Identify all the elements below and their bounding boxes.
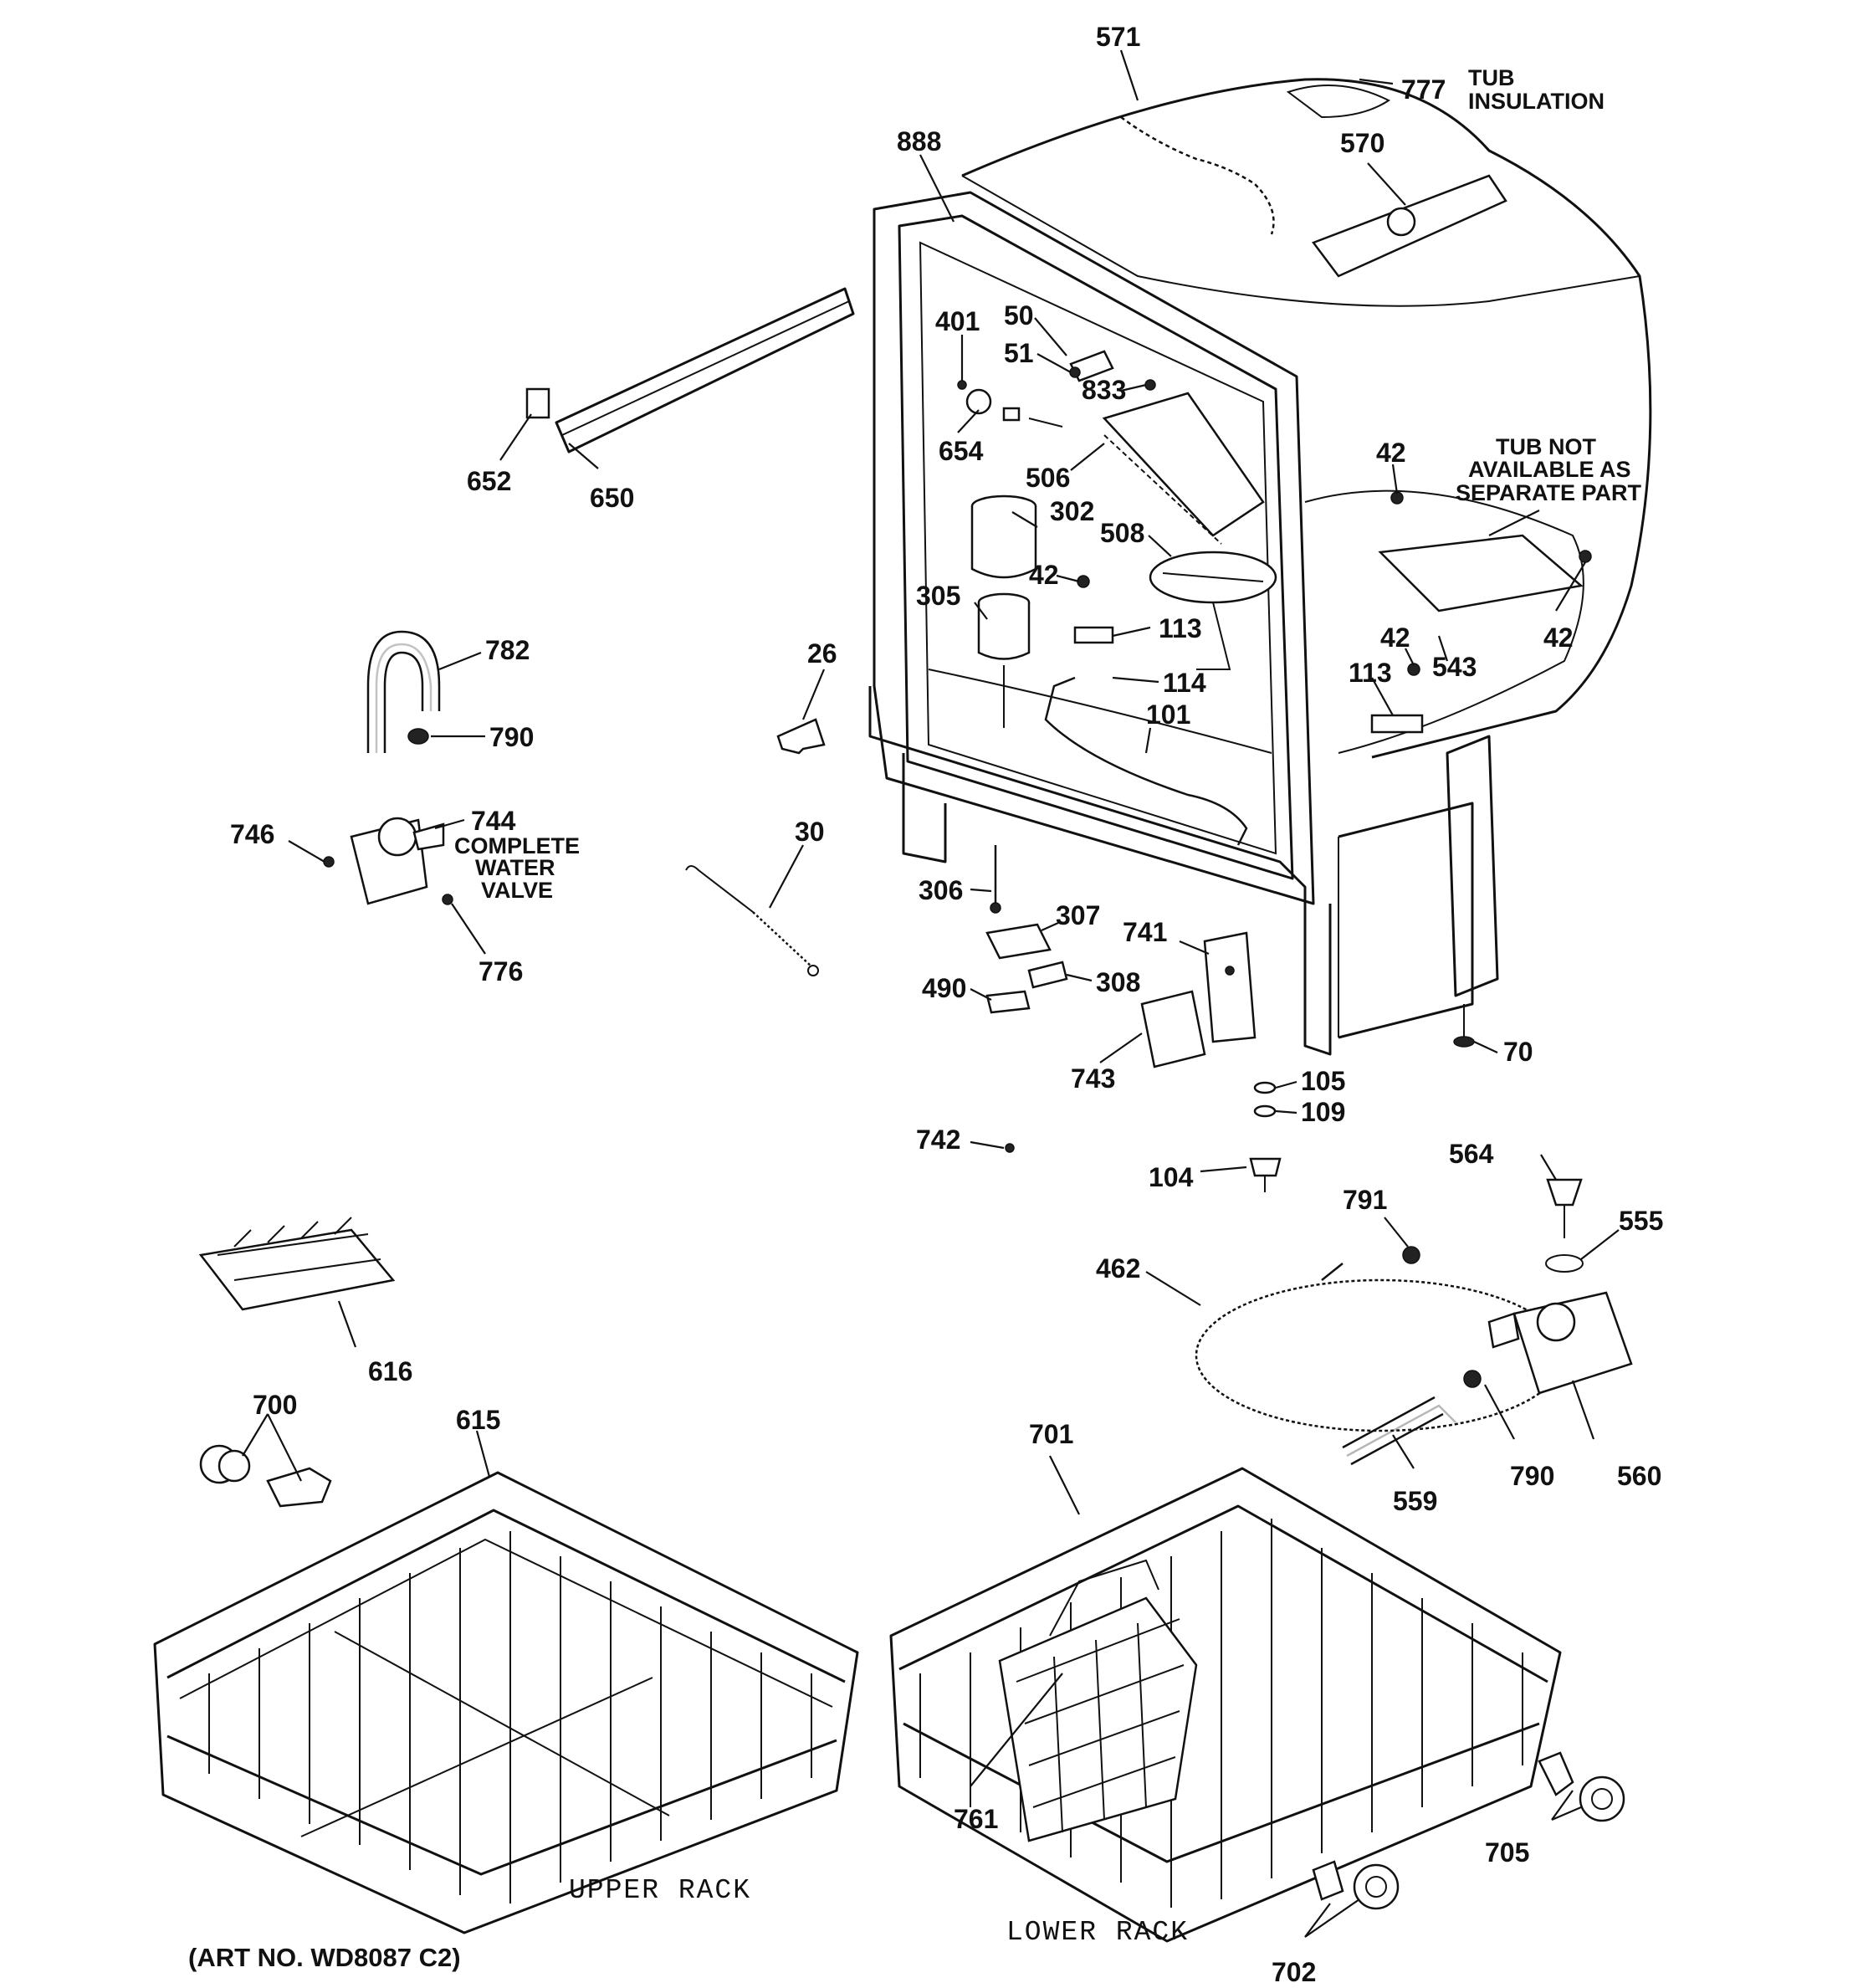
part-number-705: 705	[1485, 1837, 1529, 1868]
leader-lines	[242, 49, 1620, 1938]
note-tub-not-available-line-3: SEPARATE PART	[1456, 480, 1642, 505]
part-number-782: 782	[485, 635, 530, 665]
note-tub-insulation-line-1: TUB	[1468, 65, 1515, 90]
part-number-741: 741	[1123, 917, 1167, 947]
part-number-490: 490	[922, 973, 966, 1003]
part-number-743: 743	[1071, 1063, 1115, 1094]
lower-rack	[889, 1467, 1562, 1943]
part-number-700: 700	[253, 1390, 297, 1420]
part-number-114: 114	[1163, 668, 1206, 698]
part-number-51: 51	[1004, 338, 1034, 368]
part-number-113-a: 113	[1159, 613, 1202, 643]
part-number-652: 652	[467, 466, 511, 496]
part-number-888: 888	[897, 126, 941, 156]
part-number-790-b: 790	[1510, 1461, 1554, 1491]
part-number-306: 306	[919, 875, 963, 905]
note-complete-water-valve-line-2: WATER	[475, 855, 555, 880]
loose-parts	[323, 287, 1633, 1466]
part-number-746: 746	[230, 819, 274, 849]
note-tub-not-available-line-2: AVAILABLE AS	[1468, 457, 1631, 482]
part-number-42-d: 42	[1380, 623, 1410, 653]
note-tub-not-available-line-1: TUB NOT	[1496, 434, 1596, 459]
part-number-790-a: 790	[489, 722, 534, 752]
part-number-42-b: 42	[1029, 560, 1059, 590]
part-number-744: 744	[471, 806, 516, 836]
part-number-50: 50	[1004, 300, 1034, 330]
part-number-560: 560	[1617, 1461, 1661, 1491]
part-number-555: 555	[1619, 1206, 1663, 1236]
part-number-761: 761	[954, 1804, 998, 1834]
part-number-702: 702	[1272, 1957, 1316, 1987]
lower-rack-label: LOWER RACK	[1006, 1917, 1189, 1948]
annotations: TUB INSULATION TUB NOT AVAILABLE AS SEPA…	[188, 65, 1642, 1972]
part-number-307: 307	[1056, 900, 1100, 930]
part-number-42-a: 42	[1376, 438, 1406, 468]
part-number-777: 777	[1401, 74, 1446, 105]
part-number-776: 776	[479, 956, 523, 986]
part-number-564: 564	[1449, 1139, 1494, 1169]
tub-assembly	[868, 78, 1652, 1056]
part-number-109: 109	[1301, 1097, 1345, 1127]
upper-rack	[153, 1471, 859, 1934]
part-number-70: 70	[1503, 1037, 1533, 1067]
part-number-833: 833	[1082, 375, 1126, 405]
part-number-571: 571	[1096, 22, 1140, 52]
part-number-506: 506	[1026, 463, 1070, 493]
part-number-401: 401	[935, 306, 980, 336]
part-number-105: 105	[1301, 1066, 1345, 1096]
note-tub-insulation-line-2: INSULATION	[1468, 89, 1605, 114]
part-number-104: 104	[1149, 1162, 1194, 1192]
part-number-701: 701	[1029, 1419, 1073, 1449]
part-number-654: 654	[939, 436, 984, 466]
part-number-26: 26	[807, 638, 837, 669]
part-number-559: 559	[1393, 1486, 1437, 1516]
part-number-543: 543	[1432, 652, 1477, 682]
upper-rack-label: UPPER RACK	[569, 1875, 751, 1906]
rack-rollers	[1312, 1751, 1625, 1910]
part-number-308: 308	[1096, 967, 1140, 997]
part-number-305: 305	[916, 581, 960, 611]
part-labels: 571 777 888 570 401 50 51 833 652 650 65…	[230, 22, 1663, 1987]
part-number-791: 791	[1343, 1185, 1387, 1215]
rack-accessories	[198, 1217, 396, 1508]
part-number-302: 302	[1050, 496, 1094, 526]
part-number-616: 616	[368, 1356, 412, 1386]
part-number-42-c: 42	[1543, 623, 1574, 653]
part-number-570: 570	[1340, 128, 1384, 158]
part-number-742: 742	[916, 1125, 960, 1155]
note-complete-water-valve-line-3: VALVE	[481, 878, 553, 903]
part-number-615: 615	[456, 1405, 500, 1435]
art-number: (ART NO. WD8087 C2)	[188, 1943, 461, 1972]
part-number-101: 101	[1146, 699, 1190, 730]
part-number-113-b: 113	[1349, 658, 1392, 688]
note-complete-water-valve-line-1: COMPLETE	[454, 833, 580, 858]
part-number-30: 30	[795, 817, 825, 847]
part-number-462: 462	[1096, 1253, 1140, 1283]
part-number-650: 650	[590, 483, 634, 513]
part-number-508: 508	[1100, 518, 1144, 548]
